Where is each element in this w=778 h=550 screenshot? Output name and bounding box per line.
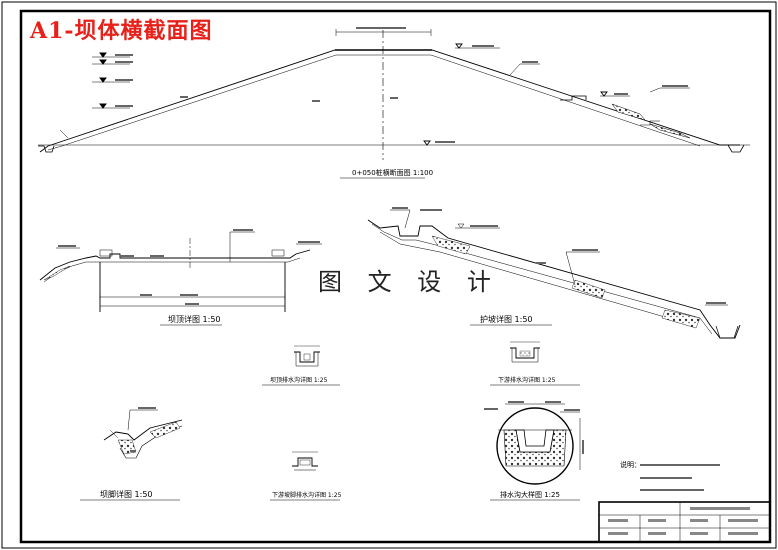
watermark: 图 文 设 计 xyxy=(318,268,500,296)
main-section-annotations xyxy=(115,27,688,143)
drain-a-drawing xyxy=(294,345,320,367)
notes-lines xyxy=(640,464,720,491)
circle-detail-caption: 排水沟大样图 1:25 xyxy=(500,491,560,499)
crest-detail-caption: 坝顶详图 1:50 xyxy=(168,315,221,324)
slope-detail-annotations xyxy=(392,207,726,304)
crest-detail-drawing xyxy=(39,231,322,312)
drain-c-drawing xyxy=(292,451,318,471)
main-section-caption: 0+050桩横断面图 1:100 xyxy=(352,169,434,177)
circle-detail-annotations xyxy=(484,401,584,454)
inner-border xyxy=(19,9,772,544)
title-block xyxy=(598,501,771,543)
drain-a-caption: 坝顶排水沟详图 1:25 xyxy=(270,377,328,384)
toe-detail-annotations xyxy=(130,407,156,452)
circle-detail-drawing xyxy=(496,403,581,485)
drain-b-drawing xyxy=(510,341,540,363)
drain-c-caption: 下游坡脚排水沟详图 1:25 xyxy=(272,492,342,499)
notes-label: 说明： xyxy=(620,461,641,469)
sheet-title: A1-坝体横截面图 xyxy=(30,18,213,44)
title-block-text xyxy=(608,507,758,535)
toe-detail-caption: 坝脚详图 1:50 xyxy=(100,490,153,499)
slope-detail-drawing xyxy=(367,209,741,339)
slope-detail-caption: 护坡详图 1:50 xyxy=(480,315,533,324)
crest-detail-annotations xyxy=(58,229,320,305)
toe-detail-drawing xyxy=(103,409,183,459)
drain-b-caption: 下游排水沟详图 1:25 xyxy=(498,377,556,384)
main-cross-section xyxy=(38,29,750,160)
